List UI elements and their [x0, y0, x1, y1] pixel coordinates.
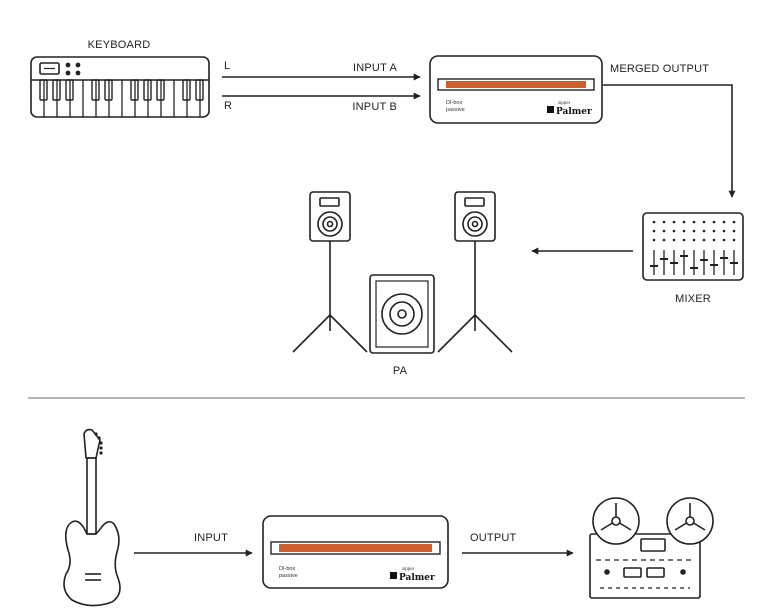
electric-guitar-icon: [63, 428, 121, 607]
mixer-icon: [642, 212, 744, 281]
di-box-top: DI-box passive xipper Palmer: [429, 55, 603, 124]
input-b-label: INPUT B: [352, 101, 397, 113]
keyboard-label: KEYBOARD: [88, 39, 151, 51]
di-box-bottom-model-1: DI-box: [279, 566, 295, 572]
output-label: OUTPUT: [470, 532, 517, 544]
di-box-top-brand: Palmer: [556, 107, 592, 117]
di-box-top-maker: xipper: [558, 100, 571, 105]
pa-speaker-right-icon: [437, 191, 513, 353]
di-box-bottom-brand: Palmer: [399, 573, 435, 583]
di-box-bottom: DI-box passive xipper Palmer: [262, 515, 449, 589]
reel-to-reel-recorder-icon: [589, 497, 714, 599]
di-box-top-model-2: passive: [446, 107, 465, 113]
channel-right-label: R: [224, 100, 232, 112]
palmer-logo-icon: [547, 106, 554, 113]
di-box-bottom-stripe: [279, 544, 432, 552]
di-box-top-stripe: [446, 81, 586, 88]
channel-left-label: L: [224, 60, 230, 72]
merged-output-arrow: [603, 84, 736, 198]
input-label: INPUT: [194, 532, 228, 544]
palmer-logo-icon: [390, 572, 397, 579]
input-a-label: INPUT A: [353, 62, 397, 74]
pa-speaker-left-icon: [292, 191, 368, 353]
di-box-top-model-1: DI-box: [446, 100, 462, 106]
merged-output-label: MERGED OUTPUT: [610, 63, 709, 75]
subwoofer-icon: [369, 274, 435, 354]
keyboard-icon: [30, 56, 210, 118]
di-box-bottom-model-2: passive: [279, 573, 298, 579]
di-box-bottom-maker: xipper: [402, 566, 415, 571]
pa-label: PA: [393, 365, 408, 377]
mixer-label: MIXER: [675, 293, 711, 305]
